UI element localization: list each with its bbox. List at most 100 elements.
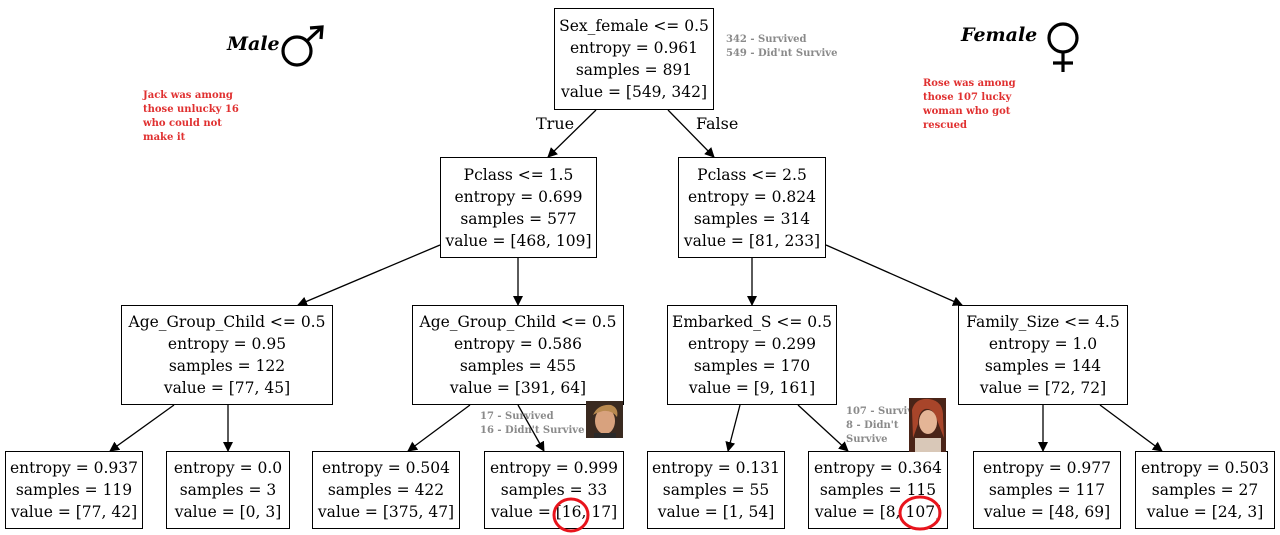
- node-line: Age_Group_Child <= 0.5: [419, 313, 617, 331]
- node-line: entropy = 1.0: [988, 335, 1098, 353]
- tree-node-root: Sex_female <= 0.5 entropy = 0.961 sample…: [554, 8, 714, 110]
- note-line: Jack was among: [143, 90, 233, 101]
- node-line: entropy = 0.961: [569, 39, 699, 57]
- note-line: make it: [143, 132, 186, 143]
- node-line: Age_Group_Child <= 0.5: [128, 313, 326, 331]
- node-line: Family_Size <= 4.5: [966, 313, 1120, 331]
- tree-leaf: entropy = 0.504 samples = 422 value = [3…: [312, 451, 460, 529]
- edge-r1-rr2: [825, 244, 963, 306]
- rose-portrait-image: [909, 398, 946, 452]
- tree-leaf: entropy = 0.977 samples = 117 value = [4…: [973, 451, 1121, 529]
- node-line: samples = 455: [459, 357, 577, 375]
- node-line: samples = 55: [662, 481, 770, 499]
- note-line: 107 - Survived: [846, 406, 927, 417]
- node-line: value = [391, 64]: [449, 379, 587, 397]
- node-line: value = [9, 161]: [688, 379, 816, 397]
- node-line: samples = 144: [984, 357, 1102, 375]
- node-line: value = [8, 107]: [814, 503, 942, 521]
- note-line: Survive: [846, 434, 888, 445]
- node-line: samples = 577: [460, 209, 577, 228]
- tree-leaf: entropy = 0.131 samples = 55 value = [1,…: [647, 451, 785, 529]
- highlight-circle-16: [552, 497, 590, 533]
- node-line: value = [1, 54]: [657, 503, 775, 521]
- male-symbol-icon: [281, 25, 324, 67]
- node-line: entropy = 0.299: [687, 335, 817, 353]
- rose-note: Rose was among those 107 lucky woman who…: [923, 77, 1016, 133]
- child-note: 17 - Survived 16 - Didn't Survive: [480, 410, 584, 438]
- node-line: samples = 314: [693, 209, 811, 228]
- edge-label-false: False: [696, 114, 739, 133]
- node-line: value = [549, 342]: [560, 83, 708, 101]
- tree-node-r1: Pclass <= 2.5 entropy = 0.824 samples = …: [678, 157, 826, 258]
- node-line: value = [375, 47]: [317, 503, 455, 521]
- tree-leaf: entropy = 0.364 samples = 115 value = [8…: [808, 451, 948, 529]
- node-line: entropy = 0.586: [453, 335, 583, 353]
- note-line: 8 - Didn't: [846, 420, 899, 431]
- tree-leaf: entropy = 0.0 samples = 3 value = [0, 3]: [166, 451, 290, 529]
- node-line: value = [0, 3]: [174, 503, 282, 521]
- node-line: Pclass <= 1.5: [463, 165, 574, 184]
- tree-leaf: entropy = 0.937 samples = 119 value = [7…: [5, 451, 143, 529]
- node-line: value = [48, 69]: [983, 503, 1111, 521]
- tree-node-rr2: Family_Size <= 4.5 entropy = 1.0 samples…: [958, 305, 1128, 405]
- node-line: entropy = 0.131: [651, 459, 781, 477]
- node-line: value = [81, 233]: [683, 231, 821, 250]
- node-line: entropy = 0.824: [687, 187, 817, 206]
- node-line: Sex_female <= 0.5: [559, 17, 709, 35]
- note-line: woman who got: [923, 106, 1011, 117]
- node-line: entropy = 0.977: [982, 459, 1112, 477]
- node-line: samples = 33: [500, 481, 608, 499]
- node-line: entropy = 0.95: [167, 335, 287, 353]
- note-line: 549 - Did'nt Survive: [726, 48, 838, 59]
- node-line: Pclass <= 2.5: [697, 165, 807, 184]
- node-line: entropy = 0.364: [813, 459, 943, 477]
- edge-l1-ll2: [297, 244, 441, 307]
- edge-lr2-leaf2: [407, 404, 471, 452]
- edge-rl2-leaf5: [797, 404, 849, 452]
- node-line: samples = 3: [179, 481, 277, 499]
- note-line: those unlucky 16: [143, 104, 239, 115]
- node-line: samples = 117: [988, 481, 1106, 499]
- node-line: value = [468, 109]: [445, 231, 592, 250]
- node-line: entropy = 0.699: [454, 187, 583, 206]
- edge-root-l1: [547, 109, 597, 158]
- node-line: value = [77, 42]: [10, 503, 138, 521]
- note-line: 17 - Survived: [480, 411, 554, 422]
- node-line: samples = 115: [819, 481, 937, 499]
- female-label: Female: [961, 24, 1038, 46]
- note-line: those 107 lucky: [923, 92, 1012, 103]
- node-line: entropy = 0.0: [173, 459, 283, 477]
- female-symbol-icon: [1047, 22, 1079, 72]
- jack-portrait-image: [586, 401, 623, 438]
- note-line: 16 - Didn't Survive: [480, 425, 585, 436]
- root-note: 342 - Survived 549 - Did'nt Survive: [726, 33, 837, 61]
- male-label: Male: [227, 33, 280, 55]
- node-line: samples = 422: [327, 481, 445, 499]
- tree-leaf: entropy = 0.503 samples = 27 value = [24…: [1135, 451, 1275, 529]
- edge-rl2-leaf4: [725, 404, 741, 452]
- edge-root-r1: [667, 109, 715, 158]
- node-line: samples = 891: [575, 61, 693, 79]
- node-line: samples = 119: [15, 481, 133, 499]
- note-line: 342 - Survived: [726, 34, 807, 45]
- node-line: samples = 170: [693, 357, 811, 375]
- node-line: value = [72, 72]: [979, 379, 1107, 397]
- tree-node-lr2: Age_Group_Child <= 0.5 entropy = 0.586 s…: [412, 305, 624, 405]
- tree-node-rl2: Embarked_S <= 0.5 entropy = 0.299 sample…: [667, 305, 837, 405]
- node-line: entropy = 0.504: [321, 459, 451, 477]
- note-line: rescued: [923, 120, 967, 131]
- node-line: entropy = 0.503: [1140, 459, 1270, 477]
- node-line: entropy = 0.999: [489, 459, 619, 477]
- node-line: samples = 27: [1151, 481, 1259, 499]
- edge-rr2-leaf7: [1099, 404, 1163, 452]
- node-line: value = [77, 45]: [163, 379, 291, 397]
- node-line: entropy = 0.937: [9, 459, 139, 477]
- tree-node-l1: Pclass <= 1.5 entropy = 0.699 samples = …: [440, 157, 597, 258]
- note-line: who could not: [143, 118, 222, 129]
- jack-note: Jack was among those unlucky 16 who coul…: [143, 89, 239, 145]
- edge-lr2-leaf3: [517, 404, 545, 452]
- highlight-circle-107: [898, 495, 942, 531]
- edge-label-true: True: [536, 114, 575, 133]
- node-line: samples = 122: [168, 357, 286, 375]
